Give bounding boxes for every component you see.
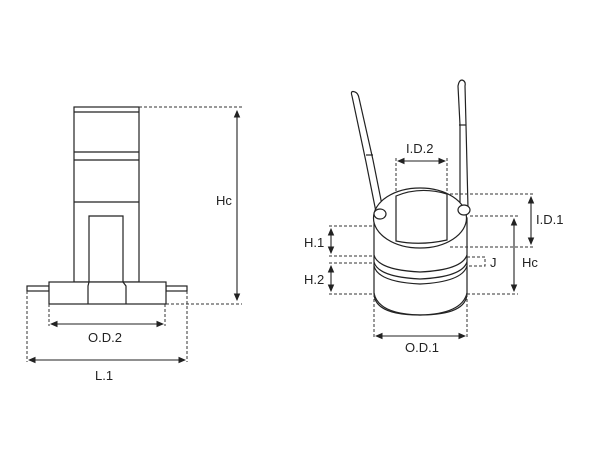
- right-lead-wire: [457, 79, 469, 209]
- od1-label: O.D.1: [405, 340, 439, 355]
- j-gap-box: [467, 256, 486, 267]
- h2-label: H.2: [304, 272, 324, 287]
- side-slot: [88, 215, 124, 282]
- hc-label-right: Hc: [522, 255, 538, 270]
- h1-label: H.1: [304, 235, 324, 250]
- side-base: [48, 281, 167, 305]
- left-pin: [26, 285, 50, 292]
- id1-label: I.D.1: [536, 212, 563, 227]
- right-lead-joint: [457, 204, 471, 216]
- side-view: Hc O.D.2 L.1: [26, 106, 242, 383]
- id2-label: I.D.2: [406, 141, 433, 156]
- left-lead-joint: [373, 208, 387, 220]
- j-label: J: [490, 255, 497, 270]
- ring-bore: [395, 189, 448, 244]
- od2-label: O.D.2: [88, 330, 122, 345]
- left-lead-wire: [350, 90, 384, 213]
- right-pin: [165, 285, 188, 292]
- perspective-view: I.D.2 I.D.1 Hc J H.1 H.2 O.D.1: [304, 79, 563, 355]
- side-body: [73, 106, 140, 283]
- hc-label-left: Hc: [216, 193, 232, 208]
- l1-label: L.1: [95, 368, 113, 383]
